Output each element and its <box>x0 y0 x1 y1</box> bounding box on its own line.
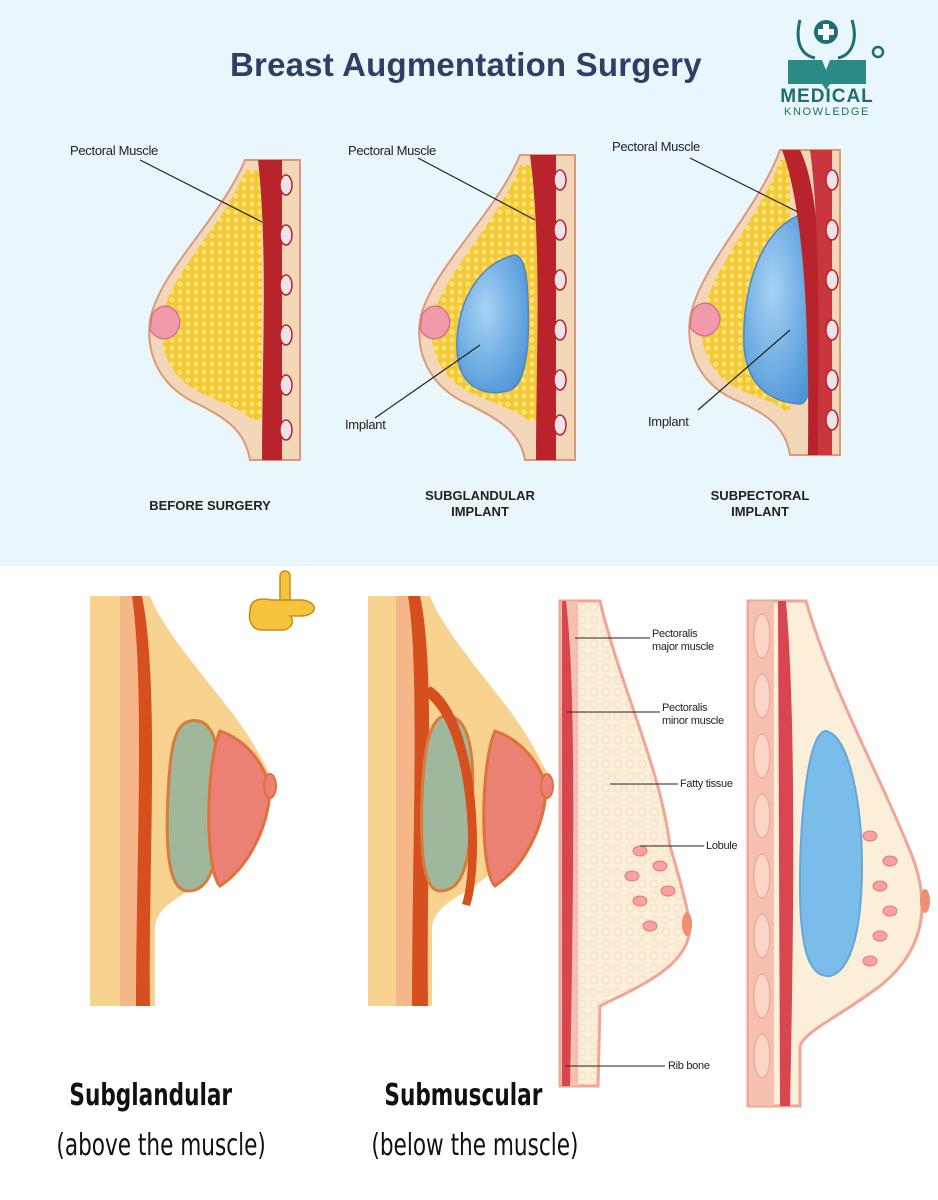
medical-knowledge-logo <box>788 19 885 90</box>
pec-minor-label: Pectoralis minor muscle <box>662 702 724 728</box>
caption-line-2: IMPLANT <box>731 504 789 519</box>
subglandular-diagram <box>374 154 576 461</box>
lobule-label: Lobule <box>706 840 738 852</box>
pec-major-line-2: major muscle <box>652 641 714 653</box>
submuscular-title: Submuscular <box>384 1078 543 1113</box>
anatomy-diagram <box>558 599 704 1088</box>
pectoral-muscle-label-2: Pectoral Muscle <box>348 143 436 158</box>
caption-before-surgery: BEFORE SURGERY <box>130 498 290 514</box>
subpectoral-diagram <box>688 149 841 456</box>
pec-minor-line-2: minor muscle <box>662 715 724 727</box>
bottom-diagrams <box>90 570 930 1108</box>
page-title: Breast Augmentation Surgery <box>230 46 702 83</box>
submuscular-bottom-diagram <box>368 596 554 1006</box>
pec-major-line-1: Pectoralis <box>652 628 698 640</box>
pectoral-muscle-label-3: Pectoral Muscle <box>612 139 700 154</box>
subglandular-title: Subglandular <box>69 1078 233 1113</box>
caption-subpectoral: SUBPECTORAL IMPLANT <box>690 488 830 520</box>
logo-line-1: MEDICAL <box>780 86 874 107</box>
caption-line-1: SUBGLANDULAR <box>425 488 535 503</box>
implant-label-1: Implant <box>345 417 386 432</box>
logo-line-2: KNOWLEDGE <box>784 106 870 118</box>
before-surgery-diagram <box>139 159 301 461</box>
submuscular-subtitle: (below the muscle) <box>371 1128 579 1163</box>
subglandular-subtitle: (above the muscle) <box>56 1128 266 1163</box>
caption-line-1: BEFORE SURGERY <box>149 498 271 513</box>
caption-line-1: SUBPECTORAL <box>710 488 810 503</box>
caption-subglandular: SUBGLANDULAR IMPLANT <box>410 488 550 520</box>
pointing-hand-icon <box>248 570 315 631</box>
rib-bone-label: Rib bone <box>668 1060 710 1072</box>
implant-bottom-diagram <box>746 599 930 1108</box>
top-diagrams <box>139 19 885 461</box>
caption-line-2: IMPLANT <box>451 504 509 519</box>
subglandular-bottom-diagram <box>90 596 277 1006</box>
implant-label-2: Implant <box>648 414 689 429</box>
pectoral-muscle-label-1: Pectoral Muscle <box>70 143 158 158</box>
pec-major-label: Pectoralis major muscle <box>652 628 714 654</box>
fatty-tissue-label: Fatty tissue <box>680 778 733 790</box>
pec-minor-line-1: Pectoralis <box>662 702 708 714</box>
